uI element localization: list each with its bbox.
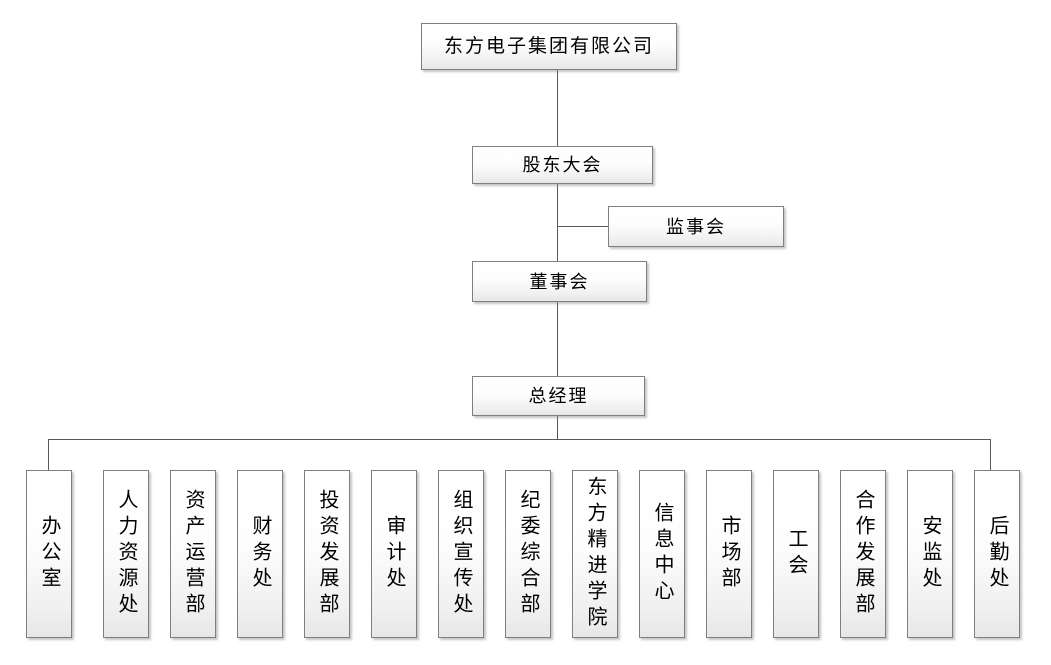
dept-label: 办公室 bbox=[38, 515, 60, 593]
shareholders-meeting-box: 股东大会 bbox=[472, 146, 653, 184]
dept-label: 投资发展部 bbox=[316, 489, 338, 619]
dept-box-discipline-committee: 纪委综合部 bbox=[505, 470, 551, 638]
dept-label: 组织宣传处 bbox=[450, 489, 472, 619]
dept-label: 市场部 bbox=[718, 515, 740, 593]
connector-branch-to-supervisory bbox=[557, 226, 608, 227]
dept-label: 后勤处 bbox=[986, 515, 1008, 593]
connector-shareholders-to-board bbox=[557, 184, 558, 261]
dept-box-marketing: 市场部 bbox=[706, 470, 752, 638]
dept-label: 资产运营部 bbox=[182, 489, 204, 619]
connector-departments-bus bbox=[48, 439, 991, 440]
dept-box-organization-propaganda: 组织宣传处 bbox=[438, 470, 484, 638]
connector-company-to-shareholders bbox=[557, 70, 558, 146]
company-box: 东方电子集团有限公司 bbox=[421, 23, 677, 70]
company-label: 东方电子集团有限公司 bbox=[443, 36, 654, 57]
dept-box-investment-development: 投资发展部 bbox=[304, 470, 350, 638]
dept-box-jingjin-academy: 东方精进学院 bbox=[572, 470, 618, 638]
supervisory-board-label: 监事会 bbox=[666, 216, 726, 237]
dept-box-office: 办公室 bbox=[26, 470, 72, 638]
connector-bus-drop-left bbox=[48, 439, 49, 470]
dept-label: 信息中心 bbox=[651, 502, 673, 606]
dept-label: 工会 bbox=[785, 528, 807, 580]
dept-label: 人力资源处 bbox=[115, 489, 137, 619]
dept-label: 东方精进学院 bbox=[584, 476, 606, 632]
connector-bus-drop-right bbox=[990, 439, 991, 470]
dept-box-finance: 财务处 bbox=[237, 470, 283, 638]
board-of-directors-box: 董事会 bbox=[472, 261, 647, 302]
general-manager-box: 总经理 bbox=[472, 376, 645, 416]
dept-box-information-center: 信息中心 bbox=[639, 470, 685, 638]
dept-box-human-resources: 人力资源处 bbox=[103, 470, 149, 638]
general-manager-label: 总经理 bbox=[528, 386, 589, 406]
dept-box-safety-supervision: 安监处 bbox=[907, 470, 953, 638]
dept-label: 纪委综合部 bbox=[517, 489, 539, 619]
connector-gm-to-bus bbox=[557, 416, 558, 439]
dept-label: 审计处 bbox=[383, 515, 405, 593]
dept-box-audit: 审计处 bbox=[371, 470, 417, 638]
supervisory-board-box: 监事会 bbox=[608, 206, 784, 247]
shareholders-meeting-label: 股东大会 bbox=[522, 155, 603, 175]
dept-label: 安监处 bbox=[919, 515, 941, 593]
dept-label: 合作发展部 bbox=[852, 489, 874, 619]
dept-box-labor-union: 工会 bbox=[773, 470, 819, 638]
connector-board-to-gm bbox=[557, 302, 558, 376]
dept-box-asset-operations: 资产运营部 bbox=[170, 470, 216, 638]
dept-box-logistics: 后勤处 bbox=[974, 470, 1020, 638]
board-of-directors-label: 董事会 bbox=[529, 271, 590, 292]
dept-box-cooperation-development: 合作发展部 bbox=[840, 470, 886, 638]
dept-label: 财务处 bbox=[249, 515, 271, 593]
